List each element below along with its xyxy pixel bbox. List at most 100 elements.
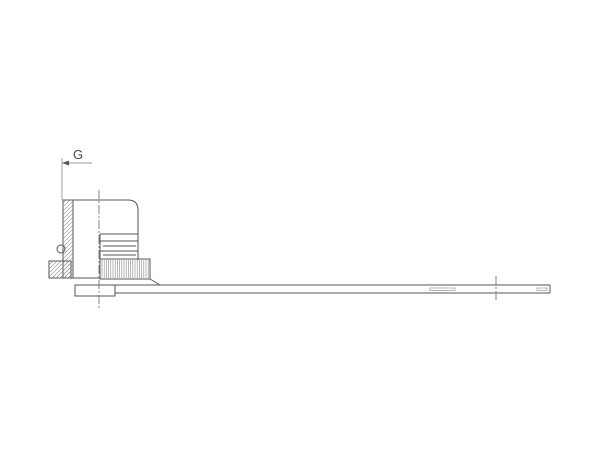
hatch-line [0, 200, 54, 278]
hatch-line [184, 200, 262, 278]
hatch-line [63, 204, 73, 216]
arm-end-marking [536, 287, 548, 291]
hatch-line [63, 232, 73, 244]
hatch-line [164, 200, 242, 278]
dimension-label: G [73, 147, 83, 162]
hatch-line [0, 261, 1, 278]
hatch-line [172, 261, 189, 278]
hatch-line [192, 200, 270, 278]
hatch-line [55, 262, 71, 278]
hatch-line [0, 200, 22, 278]
hatch-line [168, 261, 185, 278]
hatch-line [63, 208, 73, 220]
hatch-line [152, 261, 169, 278]
hatch-line [188, 261, 205, 278]
hatch-line [88, 261, 105, 278]
hatch-line [164, 261, 181, 278]
hatch-line [152, 200, 230, 278]
hatch-line [148, 200, 226, 278]
hatch-line [63, 236, 73, 248]
hatch-line [92, 200, 170, 278]
hatch-line [156, 261, 173, 278]
hatch-line [63, 212, 73, 224]
dimension-g: G [61, 147, 92, 200]
hatch-line [84, 261, 101, 278]
center-lines [98, 190, 497, 310]
hatch-line [188, 200, 266, 278]
hatch-line [0, 200, 62, 278]
hatch-line [67, 272, 73, 278]
hatch-line [80, 261, 97, 278]
fitting-body-section [0, 199, 274, 279]
hatch-line [124, 200, 202, 278]
arm-marking [429, 287, 456, 291]
hatch-line [0, 200, 42, 278]
hatch-line [0, 200, 10, 278]
hatch-line [0, 200, 46, 278]
hatch-line [0, 200, 6, 278]
hatch-line [0, 200, 38, 278]
hatch-line [16, 261, 33, 278]
hatch-line [63, 270, 71, 278]
hatch-line [49, 261, 62, 274]
hatch-line [160, 261, 177, 278]
hatch-line [0, 261, 17, 278]
hatch-line [100, 200, 178, 278]
hatch-line [0, 261, 9, 278]
hatch-line [192, 261, 209, 278]
hatch-line [28, 261, 45, 278]
thread-grooves [100, 240, 138, 256]
hatch-line [49, 261, 50, 262]
hatch-line [184, 261, 201, 278]
hatch-line [0, 200, 26, 278]
hatch-line [76, 261, 93, 278]
fitting-cap [73, 199, 139, 279]
hatch-line [8, 261, 25, 278]
hatch-line [0, 200, 34, 278]
o-ring-seal [56, 244, 66, 254]
hatch-line [172, 200, 250, 278]
hatch-line [0, 261, 13, 278]
hatch-line [140, 200, 218, 278]
hatch-line [67, 274, 71, 278]
hatch-line [148, 261, 165, 278]
hatch-line [63, 220, 73, 232]
hatch-line [104, 200, 182, 278]
hatch-line [132, 261, 149, 278]
hatch-line [0, 200, 14, 278]
hatch-line [196, 200, 274, 278]
hatch-line [176, 261, 193, 278]
hatch-line [144, 261, 161, 278]
hatch-line [63, 224, 73, 236]
hatch-line [176, 200, 254, 278]
hatch-line [160, 200, 238, 278]
hatch-line [24, 261, 41, 278]
hatch-line [0, 200, 30, 278]
hatch-line [51, 261, 70, 278]
hatch-line [180, 261, 197, 278]
hatch-line [96, 261, 113, 278]
hatch-line [120, 200, 198, 278]
hatch-line [49, 261, 66, 278]
hatch-line [72, 261, 89, 278]
hatch-line [0, 261, 5, 278]
hatch-line [63, 216, 73, 228]
hatch-line [0, 200, 50, 278]
hatch-line [59, 266, 71, 278]
hatch-line [49, 261, 54, 266]
hatch-line [0, 200, 2, 278]
hatch-line [196, 261, 213, 278]
hatch-line [63, 240, 73, 252]
hatch-line [0, 200, 18, 278]
hatch-line [156, 200, 234, 278]
hatch-line [20, 261, 37, 278]
hatch-line [168, 200, 246, 278]
hatch-line [49, 261, 58, 270]
hatch-line [12, 261, 29, 278]
knurled-nut [99, 258, 151, 280]
hatch-line [4, 261, 21, 278]
mounting-arm [74, 278, 551, 297]
hatch-line [136, 200, 214, 278]
hatch-line [116, 200, 194, 278]
